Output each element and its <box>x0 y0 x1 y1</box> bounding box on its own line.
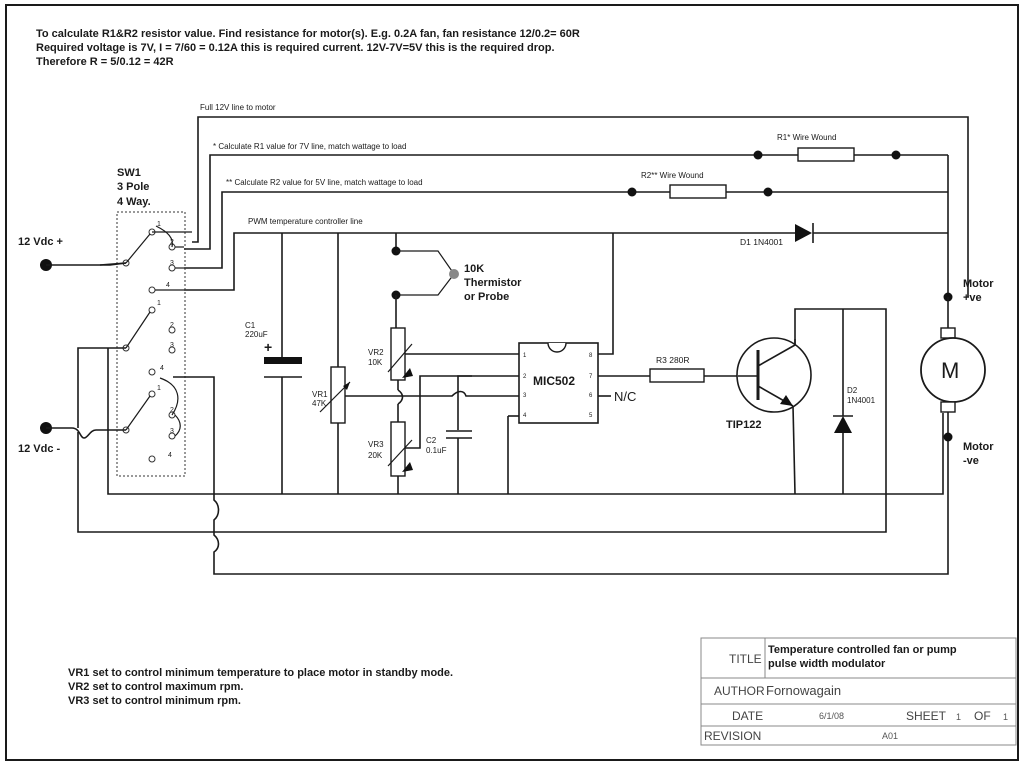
sw-pos-1a: 1 <box>157 221 161 228</box>
note-line-1: To calculate R1&R2 resistor value. Find … <box>36 28 580 40</box>
motor-neg-label: Motor <box>963 441 994 453</box>
author-label: AUTHOR <box>714 684 765 698</box>
r3-label: R3 280R <box>656 355 690 365</box>
sw-pos-4b: 4 <box>160 365 164 372</box>
ic-label: MIC502 <box>533 374 575 388</box>
r2-5v-line: R2** Wire Wound <box>184 171 948 269</box>
r1-label: R1* Wire Wound <box>777 133 836 142</box>
motor-pos-label: Motor <box>963 278 994 290</box>
ic-pin-5: 5 <box>589 413 593 419</box>
title-line-2: pulse width modulator <box>768 658 886 670</box>
label-calc-r1: * Calculate R1 value for 7V line, match … <box>213 142 406 151</box>
d2-value: 1N4001 <box>847 396 876 405</box>
r1-resistor <box>797 147 855 162</box>
r2-label: R2** Wire Wound <box>641 171 704 180</box>
note-line-3: Therefore R = 5/0.12 = 42R <box>36 56 174 68</box>
mic502-ic: MIC502 1 2 3 4 5 6 7 8 N/C <box>507 233 650 494</box>
thermistor-probe: or Probe <box>464 291 509 303</box>
page-frame <box>5 4 1019 761</box>
sw-pos-3b: 3 <box>170 342 174 349</box>
c2-capacitor: C2 0.1uF <box>398 375 520 494</box>
date-value: 6/1/08 <box>819 711 844 721</box>
sw-pos-4c: 4 <box>168 452 172 459</box>
motor-pos-sign: +ve <box>963 292 982 304</box>
title-block: TITLE Temperature controlled fan or pump… <box>700 637 1017 746</box>
r3-resistor: R3 280R <box>649 355 738 383</box>
label-calc-r2: ** Calculate R2 value for 5V line, match… <box>226 178 423 187</box>
author-value: Fornowagain <box>766 683 841 698</box>
full-12v-line <box>192 116 969 297</box>
sw-pos-4a: 4 <box>166 282 170 289</box>
vr2-value: 10K <box>368 358 383 367</box>
d1-diode <box>795 224 812 242</box>
sw1-label: SW1 <box>117 167 141 179</box>
revision-value: A01 <box>882 731 898 741</box>
bottom-note-1: VR1 set to control minimum temperature t… <box>68 667 453 679</box>
vr1-name: VR1 <box>312 390 328 399</box>
ic-pin-6: 6 <box>589 393 593 399</box>
c1-name: C1 <box>245 321 256 330</box>
d1-label: D1 1N4001 <box>740 237 783 247</box>
vr2-name: VR2 <box>368 348 384 357</box>
title-line-1: Temperature controlled fan or pump <box>768 644 957 656</box>
motor-glyph: M <box>941 358 959 383</box>
revision-label: REVISION <box>704 729 761 743</box>
c1-capacitor: C1 220uF + <box>245 233 302 494</box>
transistor-label: TIP122 <box>726 419 761 431</box>
vr1-value: 47K <box>312 399 327 408</box>
tip122-transistor: TIP122 <box>726 337 812 495</box>
c2-name: C2 <box>426 436 437 445</box>
ic-pin-4: 4 <box>523 413 527 419</box>
c1-plus: + <box>264 339 272 355</box>
supply-minus-label: 12 Vdc - <box>18 443 61 455</box>
bottom-note-3: VR3 set to control minimum rpm. <box>68 695 241 707</box>
label-pwm-line: PWM temperature controller line <box>248 217 363 226</box>
pwm-line: D1 1N4001 <box>184 223 948 291</box>
label-full-12v-line: Full 12V line to motor <box>200 103 276 112</box>
date-label: DATE <box>732 709 763 723</box>
note-line-2: Required voltage is 7V, I = 7/60 = 0.12A… <box>36 42 555 54</box>
thermistor-label: Thermistor <box>464 277 522 289</box>
sw-pos-2a: 2 <box>170 239 174 246</box>
vr3-value: 20K <box>368 451 383 460</box>
sw-pos-2c: 2 <box>170 407 174 414</box>
ic-pin-8: 8 <box>589 353 593 359</box>
c2-value: 0.1uF <box>426 446 447 455</box>
vr3-potentiometer: VR3 20K <box>368 375 520 494</box>
sw-pos-3a: 3 <box>170 260 174 267</box>
ic-pin-2: 2 <box>523 374 527 380</box>
thermistor-value: 10K <box>464 263 484 275</box>
r1-7v-line: R1* Wire Wound <box>184 133 948 250</box>
ic-pin-3: 3 <box>523 393 527 399</box>
sheet-value: 1 <box>956 712 961 722</box>
ic-pin-1: 1 <box>523 353 527 359</box>
vr3-name: VR3 <box>368 440 384 449</box>
of-label: OF <box>974 709 991 723</box>
sheet-label: SHEET <box>906 709 947 723</box>
motor-neg-sign: -ve <box>963 455 979 467</box>
sw1-switch: SW1 3 Pole 4 Way. 1 2 3 4 1 2 3 4 <box>116 167 192 477</box>
supply-plus-label: 12 Vdc + <box>18 236 63 248</box>
sw-pos-1c: 1 <box>157 385 161 392</box>
ic-pin-7: 7 <box>589 374 593 380</box>
motor: M Motor +ve Motor -ve <box>920 155 994 467</box>
sw1-poles: 3 Pole <box>117 181 149 193</box>
bottom-note-2: VR2 set to control maximum rpm. <box>68 681 243 693</box>
vr1-potentiometer: VR1 47K <box>312 233 398 494</box>
ic-nc-label: N/C <box>614 389 636 404</box>
sw1-ways: 4 Way. <box>117 196 151 208</box>
d2-name: D2 <box>847 386 858 395</box>
sw-pos-2b: 2 <box>170 322 174 329</box>
title-label: TITLE <box>729 652 762 666</box>
vr2-potentiometer: VR2 10K <box>368 327 520 422</box>
sw-pos-1b: 1 <box>157 300 161 307</box>
thermistor: 10K Thermistor or Probe <box>391 233 522 328</box>
sw-pos-3c: 3 <box>170 428 174 435</box>
d2-diode: D2 1N4001 <box>833 309 876 494</box>
r2-resistor <box>669 184 727 199</box>
of-value: 1 <box>1003 712 1008 722</box>
c1-value: 220uF <box>245 330 268 339</box>
